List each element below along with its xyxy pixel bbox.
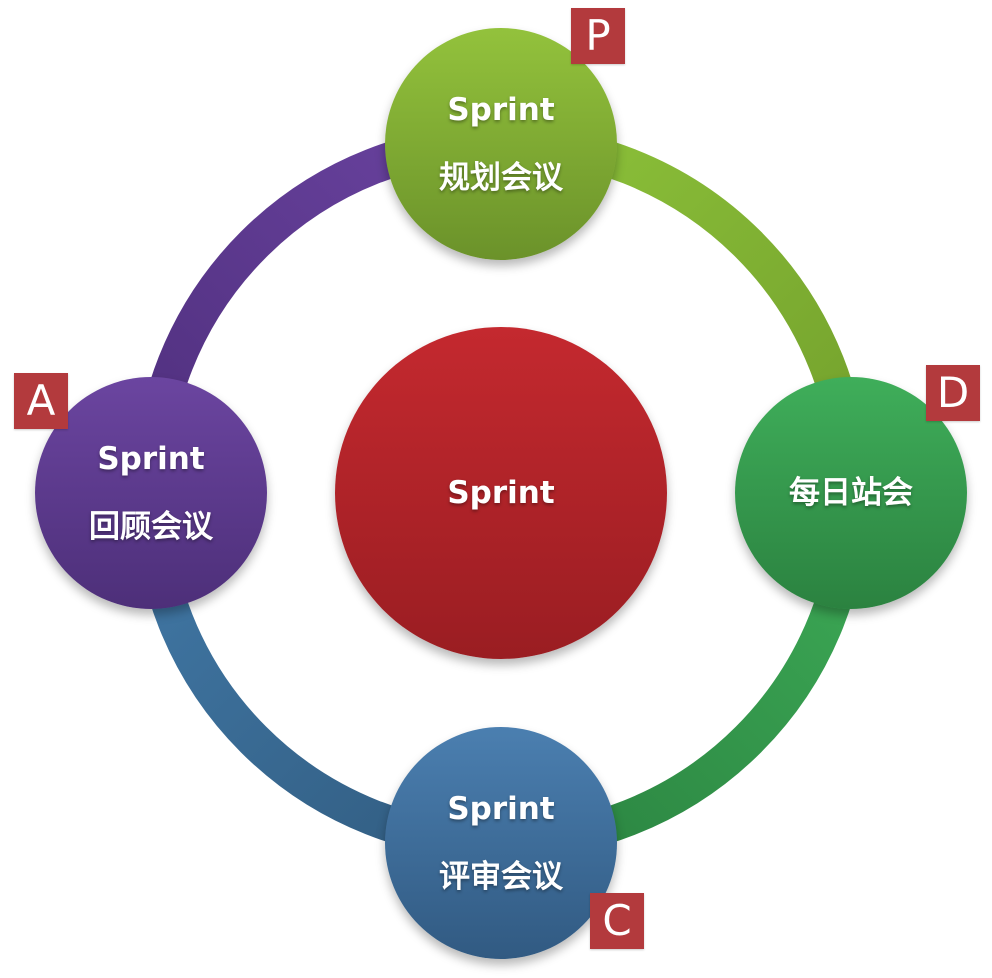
center-label: Sprint — [447, 475, 555, 511]
badge-plan: P — [571, 8, 625, 64]
sprint-review-node: Sprint 评审会议 — [385, 727, 617, 959]
center-sprint-node: Sprint — [335, 327, 667, 659]
retrospective-label-line1: Sprint — [97, 441, 205, 477]
review-label-line2: 评审会议 — [439, 859, 563, 895]
badge-check: C — [590, 893, 644, 949]
sprint-retrospective-node: Sprint 回顾会议 — [35, 377, 267, 609]
badge-do: D — [926, 365, 980, 421]
review-label-line1: Sprint — [447, 791, 555, 827]
standup-label: 每日站会 — [789, 475, 913, 511]
retrospective-label-line2: 回顾会议 — [89, 509, 213, 545]
planning-label-line1: Sprint — [447, 92, 555, 128]
badge-act: A — [14, 373, 68, 429]
daily-standup-node: 每日站会 — [735, 377, 967, 609]
sprint-planning-node: Sprint 规划会议 — [385, 28, 617, 260]
planning-label-line2: 规划会议 — [439, 160, 563, 196]
